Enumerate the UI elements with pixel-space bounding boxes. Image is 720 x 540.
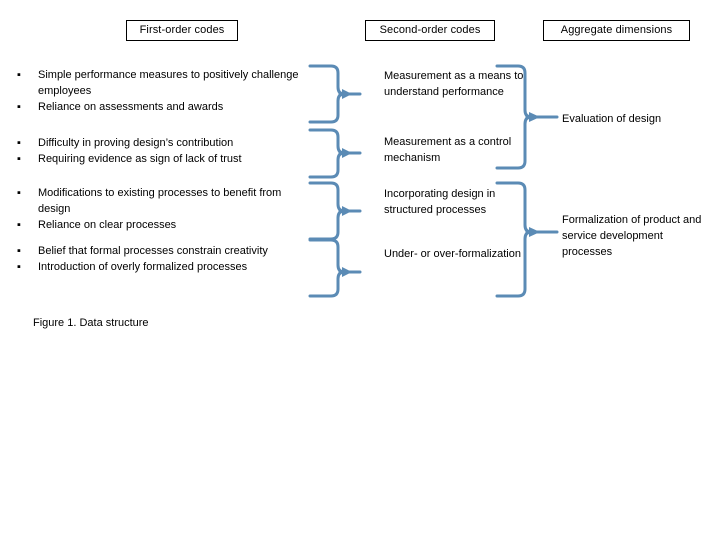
aggregate-dimension-2: Formalization of product and service dev…	[562, 214, 702, 258]
first-order-group-3: ▪ Modifications to existing processes to…	[14, 185, 314, 233]
bullet-icon: ▪	[17, 245, 21, 257]
bullet-icon: ▪	[17, 101, 21, 113]
list-item: ▪ Reliance on assessments and awards	[14, 99, 314, 115]
list-item-label: Reliance on assessments and awards	[38, 101, 224, 113]
list-item: ▪ Simple performance measures to positiv…	[14, 67, 314, 99]
column-header-aggregate-dimensions: Aggregate dimensions	[543, 20, 690, 41]
list-item: ▪ Modifications to existing processes to…	[14, 185, 314, 217]
brace-first-to-second-2	[308, 128, 346, 179]
arrowhead-first-to-second-1	[342, 89, 352, 99]
second-order-code-3: Incorporating design in structured proce…	[384, 188, 496, 216]
second-order-code-2: Measurement as a control mechanism	[384, 136, 512, 164]
aggregate-dimension-1: Evaluation of design	[562, 113, 662, 125]
bullet-icon: ▪	[17, 261, 21, 273]
first-order-group-2: ▪ Difficulty in proving design’s contrib…	[14, 135, 314, 167]
arrowhead-first-to-second-3	[342, 206, 352, 216]
list-item: ▪ Introduction of overly formalized proc…	[14, 259, 314, 275]
list-item-label: Introduction of overly formalized proces…	[38, 261, 248, 273]
list-item-label: Difficulty in proving design’s contribut…	[38, 137, 234, 149]
list-item: ▪ Difficulty in proving design’s contrib…	[14, 135, 314, 151]
first-order-group-4: ▪ Belief that formal processes constrain…	[14, 243, 314, 275]
list-item: ▪ Reliance on clear processes	[14, 217, 314, 233]
list-item-label: Belief that formal processes constrain c…	[38, 245, 268, 257]
bullet-icon: ▪	[17, 219, 21, 231]
list-item: ▪ Requiring evidence as sign of lack of …	[14, 151, 314, 167]
list-item: ▪ Belief that formal processes constrain…	[14, 243, 314, 259]
brace-first-to-second-4	[308, 238, 346, 298]
list-item-label: Modifications to existing processes to b…	[38, 187, 282, 215]
arrowhead-first-to-second-2	[342, 148, 352, 158]
list-item-label: Requiring evidence as sign of lack of tr…	[38, 153, 242, 165]
figure-caption: Figure 1. Data structure	[33, 317, 149, 329]
column-header-second-order: Second-order codes	[365, 20, 495, 41]
bullet-icon: ▪	[17, 137, 21, 149]
brace-first-to-second-1	[308, 64, 346, 124]
bullet-icon: ▪	[17, 69, 21, 81]
bullet-icon: ▪	[17, 187, 21, 199]
arrowhead-second-to-aggregate-2	[529, 227, 540, 237]
column-header-first-order: First-order codes	[126, 20, 238, 41]
list-item-label: Simple performance measures to positivel…	[38, 69, 299, 97]
first-order-group-1: ▪ Simple performance measures to positiv…	[14, 67, 314, 115]
arrowhead-first-to-second-4	[342, 267, 352, 277]
bullet-icon: ▪	[17, 153, 21, 165]
second-order-code-1: Measurement as a means to understand per…	[384, 70, 524, 98]
brace-first-to-second-3	[308, 181, 346, 241]
list-item-label: Reliance on clear processes	[38, 219, 177, 231]
second-order-code-4: Under- or over-formalization	[384, 248, 521, 260]
arrowhead-second-to-aggregate-1	[529, 112, 540, 122]
